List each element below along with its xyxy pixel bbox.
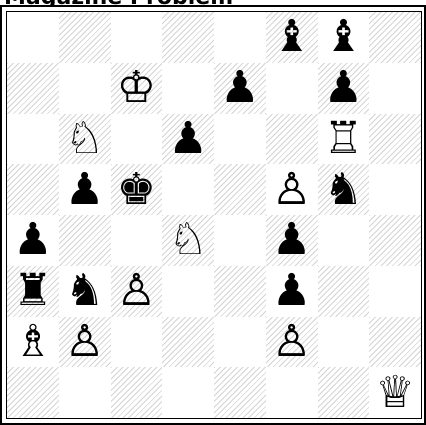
- square-b4[interactable]: [59, 215, 111, 266]
- square-h2[interactable]: [369, 317, 421, 368]
- square-f4[interactable]: ♟: [266, 215, 318, 266]
- square-f1[interactable]: [266, 367, 318, 418]
- square-e4[interactable]: [214, 215, 266, 266]
- piece-c7[interactable]: ♔: [117, 66, 156, 110]
- square-e8[interactable]: [214, 12, 266, 63]
- square-c3[interactable]: ♙: [111, 266, 163, 317]
- square-f7[interactable]: [266, 63, 318, 114]
- square-g1[interactable]: [318, 367, 370, 418]
- square-a6[interactable]: [7, 114, 59, 165]
- square-a8[interactable]: [7, 12, 59, 63]
- square-g2[interactable]: [318, 317, 370, 368]
- square-f5[interactable]: ♙: [266, 164, 318, 215]
- square-e7[interactable]: ♟: [214, 63, 266, 114]
- square-a4[interactable]: ♟: [7, 215, 59, 266]
- piece-c5[interactable]: ♚: [117, 168, 156, 212]
- piece-a2[interactable]: ♗: [13, 320, 52, 364]
- square-f3[interactable]: ♟: [266, 266, 318, 317]
- square-h6[interactable]: [369, 114, 421, 165]
- square-f2[interactable]: ♙: [266, 317, 318, 368]
- piece-f8[interactable]: ♝: [272, 15, 311, 59]
- square-h8[interactable]: [369, 12, 421, 63]
- piece-g5[interactable]: ♞: [324, 168, 363, 212]
- square-b2[interactable]: ♙: [59, 317, 111, 368]
- square-d5[interactable]: [162, 164, 214, 215]
- square-d1[interactable]: [162, 367, 214, 418]
- piece-h1[interactable]: ♕: [375, 371, 414, 415]
- square-b7[interactable]: [59, 63, 111, 114]
- square-g8[interactable]: ♝: [318, 12, 370, 63]
- square-a7[interactable]: [7, 63, 59, 114]
- square-h7[interactable]: [369, 63, 421, 114]
- square-d4[interactable]: ♘: [162, 215, 214, 266]
- piece-g6[interactable]: ♖: [324, 117, 363, 161]
- square-e2[interactable]: [214, 317, 266, 368]
- piece-g8[interactable]: ♝: [324, 15, 363, 59]
- piece-f2[interactable]: ♙: [272, 320, 311, 364]
- piece-a3[interactable]: ♜: [13, 269, 52, 313]
- square-b8[interactable]: [59, 12, 111, 63]
- square-b3[interactable]: ♞: [59, 266, 111, 317]
- square-d3[interactable]: [162, 266, 214, 317]
- piece-b5[interactable]: ♟: [65, 168, 104, 212]
- square-d2[interactable]: [162, 317, 214, 368]
- square-f6[interactable]: [266, 114, 318, 165]
- square-g6[interactable]: ♖: [318, 114, 370, 165]
- square-g3[interactable]: [318, 266, 370, 317]
- square-a3[interactable]: ♜: [7, 266, 59, 317]
- square-h4[interactable]: [369, 215, 421, 266]
- square-a5[interactable]: [7, 164, 59, 215]
- square-c6[interactable]: [111, 114, 163, 165]
- square-g7[interactable]: ♟: [318, 63, 370, 114]
- piece-b6[interactable]: ♘: [65, 117, 104, 161]
- square-g5[interactable]: ♞: [318, 164, 370, 215]
- square-a2[interactable]: ♗: [7, 317, 59, 368]
- piece-b2[interactable]: ♙: [65, 320, 104, 364]
- piece-d4[interactable]: ♘: [168, 218, 207, 262]
- square-d7[interactable]: [162, 63, 214, 114]
- square-c7[interactable]: ♔: [111, 63, 163, 114]
- square-c2[interactable]: [111, 317, 163, 368]
- square-e3[interactable]: [214, 266, 266, 317]
- chess-board[interactable]: ♝ ♝ ♔ ♟ ♟ ♘ ♟ ♖ ♟ ♚ ♙ ♞ ♟ ♘ ♟ ♜ ♞ ♙ ♟ ♗ ♙ ♙ ♕: [6, 11, 422, 419]
- square-h1[interactable]: ♕: [369, 367, 421, 418]
- square-c1[interactable]: [111, 367, 163, 418]
- piece-f5[interactable]: ♙: [272, 168, 311, 212]
- piece-f3[interactable]: ♟: [272, 269, 311, 313]
- square-f8[interactable]: ♝: [266, 12, 318, 63]
- piece-f4[interactable]: ♟: [272, 218, 311, 262]
- square-a1[interactable]: [7, 367, 59, 418]
- square-h5[interactable]: [369, 164, 421, 215]
- square-g4[interactable]: [318, 215, 370, 266]
- piece-e7[interactable]: ♟: [220, 66, 259, 110]
- piece-g7[interactable]: ♟: [324, 66, 363, 110]
- square-b6[interactable]: ♘: [59, 114, 111, 165]
- square-e1[interactable]: [214, 367, 266, 418]
- square-b1[interactable]: [59, 367, 111, 418]
- square-e5[interactable]: [214, 164, 266, 215]
- square-d8[interactable]: [162, 12, 214, 63]
- square-h3[interactable]: [369, 266, 421, 317]
- piece-c3[interactable]: ♙: [117, 269, 156, 313]
- piece-b3[interactable]: ♞: [65, 269, 104, 313]
- piece-a4[interactable]: ♟: [13, 218, 52, 262]
- square-b5[interactable]: ♟: [59, 164, 111, 215]
- square-c8[interactable]: [111, 12, 163, 63]
- square-d6[interactable]: ♟: [162, 114, 214, 165]
- piece-d6[interactable]: ♟: [168, 117, 207, 161]
- square-e6[interactable]: [214, 114, 266, 165]
- square-c4[interactable]: [111, 215, 163, 266]
- square-c5[interactable]: ♚: [111, 164, 163, 215]
